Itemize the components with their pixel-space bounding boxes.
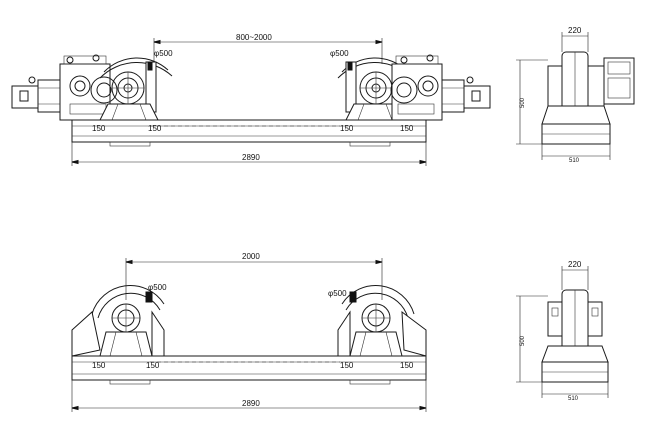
top-front-view: 800~2000 (11, 33, 491, 166)
left-idler-wheel: φ500 (91, 283, 167, 333)
base-beam-bottom (71, 355, 427, 385)
right-stand (345, 103, 405, 121)
left-wheel: φ500 (99, 49, 173, 113)
dim-right-wheel-top: φ500 (330, 49, 349, 58)
right-idler-stand (337, 310, 427, 357)
dim-base-right-b-bottom: 150 (400, 361, 414, 370)
dim-left-wheel-top: φ500 (154, 49, 173, 58)
dim-base-top-side: 510 (569, 158, 580, 164)
left-motor (11, 76, 61, 113)
left-stand (99, 103, 159, 121)
dim-total-top-label: 2890 (242, 153, 260, 162)
dim-base-left-b-bottom: 150 (146, 361, 160, 370)
dim-span-top: 800~2000 (153, 33, 383, 64)
bottom-side-view: 220 500 510 (516, 260, 609, 402)
right-motor (441, 76, 491, 113)
dim-base-right-a-bottom: 150 (340, 361, 354, 370)
dim-span-bottom-label: 2000 (242, 252, 260, 261)
dim-base-left-b-top: 150 (148, 124, 162, 133)
left-gearbox (59, 54, 118, 121)
dim-width-top-side: 220 (568, 26, 582, 35)
dim-height-top-side: 500 (520, 97, 526, 108)
dim-total-bottom-label: 2890 (242, 399, 260, 408)
dim-base-top: 150 150 150 150 (92, 124, 414, 133)
bottom-front-view: 2000 φ500 (71, 252, 427, 412)
dim-total-top: 2890 (71, 142, 427, 166)
dim-total-bottom: 2890 (71, 380, 427, 412)
base-beam-top (71, 119, 427, 147)
left-idler-stand (71, 310, 165, 357)
dim-span-top-label: 800~2000 (236, 33, 272, 42)
right-gearbox (390, 54, 443, 121)
dim-base-bottom-side: 510 (568, 396, 579, 402)
dim-right-wheel-bottom: φ500 (328, 289, 347, 298)
right-idler-wheel: φ500 (328, 285, 415, 333)
dim-base-bottom: 150 150 150 150 (92, 361, 414, 370)
dim-height-bottom-side: 500 (520, 335, 526, 346)
dim-base-left-a-bottom: 150 (92, 361, 106, 370)
dim-width-bottom-side: 220 (568, 260, 582, 269)
top-side-view: 220 500 510 (516, 26, 635, 164)
dim-span-bottom: 2000 (125, 252, 383, 300)
dim-base-right-a-top: 150 (340, 124, 354, 133)
dim-base-right-b-top: 150 (400, 124, 414, 133)
dim-left-wheel-bottom: φ500 (148, 283, 167, 292)
dim-base-left-a-top: 150 (92, 124, 106, 133)
